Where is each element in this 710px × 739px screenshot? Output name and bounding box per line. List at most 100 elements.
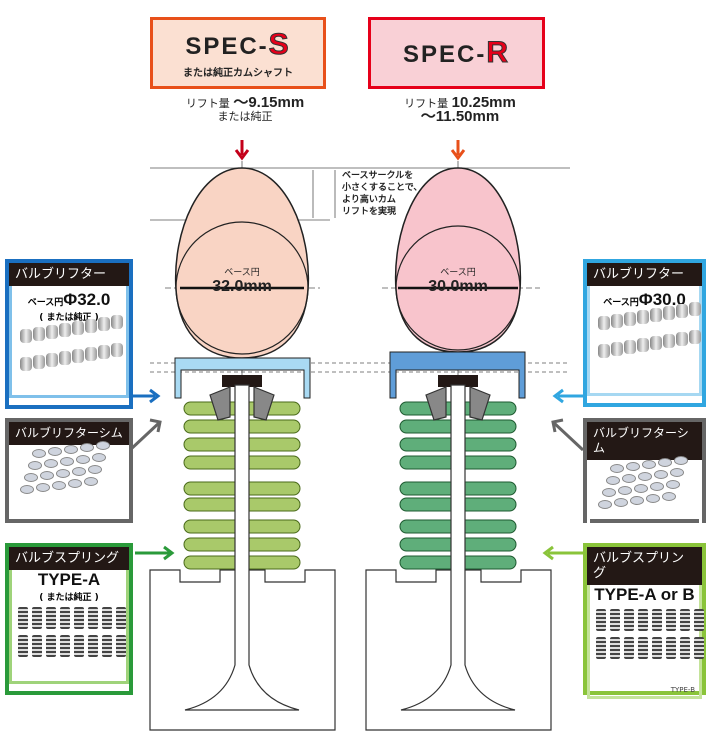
shims-photo <box>12 441 126 505</box>
springs-photo <box>12 603 126 663</box>
spring-part <box>610 609 620 631</box>
spec-s-logo-letter: S <box>268 27 291 61</box>
shim-part <box>52 481 66 490</box>
spring-part <box>18 607 28 629</box>
base-circle-note: ベースサークルを 小さくすることで、 より高いカム リフトを実現 <box>342 170 422 218</box>
spec-s-logo-prefix: SPEC- <box>185 32 269 60</box>
lifter-part <box>637 310 649 324</box>
lifter-part <box>20 329 32 343</box>
shim-part <box>96 441 110 450</box>
spring-type: TYPE-A <box>37 570 101 589</box>
spring-part <box>694 609 704 631</box>
lift-value-2: ～11.50mm <box>420 108 500 125</box>
shim-part <box>630 496 644 505</box>
lifter-part <box>98 317 110 331</box>
arrow-right-icon <box>135 545 175 561</box>
shim-part <box>610 464 624 473</box>
shim-part <box>88 465 102 474</box>
shim-part <box>638 472 652 481</box>
note-line: リフトを実現 <box>342 207 397 217</box>
spring-part <box>116 607 126 629</box>
springs-photo <box>590 605 704 665</box>
card-title: バルブスプリング <box>587 547 702 585</box>
shim-spec-s <box>222 375 262 387</box>
shim-part <box>32 449 46 458</box>
shim-part <box>68 479 82 488</box>
lifter-part <box>111 315 123 329</box>
lift-label: リフト量 <box>404 97 449 110</box>
lifter-part <box>72 349 84 363</box>
arrow-left-icon <box>552 388 583 404</box>
spring-part <box>652 637 662 659</box>
shim-part <box>666 480 680 489</box>
right-shim-card: バルブリフターシム <box>583 418 706 527</box>
shim-part <box>634 484 648 493</box>
shim-part <box>72 467 86 476</box>
shim-part <box>646 494 660 503</box>
spring-part <box>88 607 98 629</box>
arrow-diagonal-icon <box>551 418 585 452</box>
shim-part <box>76 455 90 464</box>
photo-caption: TYPE-B <box>670 686 695 694</box>
spring-type: TYPE-A or B <box>594 585 695 604</box>
shim-part <box>80 443 94 452</box>
left-lifter-card: バルブリフター ベース円Φ32.0 ( または純正 ) <box>5 259 133 409</box>
card-title: バルブリフターシム <box>587 422 702 460</box>
lifter-part <box>33 355 45 369</box>
spring-part <box>680 637 690 659</box>
shim-part <box>626 462 640 471</box>
lift-value: ～9.15mm <box>233 94 305 111</box>
arrow-down-icon <box>234 140 250 161</box>
spec-note: ( または純正 ) <box>39 313 99 323</box>
spring-part <box>624 637 634 659</box>
spring-part <box>638 637 648 659</box>
shim-part <box>24 473 38 482</box>
lifter-part <box>598 344 610 358</box>
shim-part <box>670 468 684 477</box>
note-line: より高いカム <box>342 195 396 205</box>
spring-part <box>596 637 606 659</box>
cam-base-circle-spec-s <box>175 221 309 355</box>
spring-part <box>610 637 620 659</box>
shim-part <box>28 461 42 470</box>
shim-part <box>44 459 58 468</box>
shim-part <box>662 492 676 501</box>
lifter-part <box>689 330 701 344</box>
card-title: バルブリフター <box>9 263 129 286</box>
card-title: バルブリフター <box>587 263 702 286</box>
shim-part <box>92 453 106 462</box>
spring-part <box>74 607 84 629</box>
spring-part <box>102 607 112 629</box>
arrow-left-icon <box>542 545 583 561</box>
lifter-part <box>46 325 58 339</box>
shim-part <box>614 498 628 507</box>
shim-part <box>602 488 616 497</box>
spec-label: ベース円 <box>27 298 64 308</box>
spring-part <box>46 607 56 629</box>
spec-r-logo-letter: R <box>486 36 511 70</box>
spring-part <box>666 637 676 659</box>
lifter-bucket-spec-s <box>174 357 311 399</box>
spring-part <box>652 609 662 631</box>
lifter-part <box>20 357 32 371</box>
lifter-part <box>676 304 688 318</box>
shim-part <box>654 470 668 479</box>
arrow-diagonal-icon <box>128 418 162 452</box>
spring-part <box>624 609 634 631</box>
spring-part <box>694 637 704 659</box>
cam-base-circle-spec-r <box>395 225 521 351</box>
lifters-photo <box>12 315 126 383</box>
spec-r-logo-prefix: SPEC- <box>402 41 487 68</box>
shim-spec-r <box>438 375 478 387</box>
lifter-part <box>98 345 110 359</box>
spring-part <box>46 635 56 657</box>
spring-part <box>596 609 606 631</box>
spring-part <box>116 635 126 657</box>
shim-part <box>36 483 50 492</box>
spring-part <box>60 635 70 657</box>
shims-photo <box>590 456 699 520</box>
